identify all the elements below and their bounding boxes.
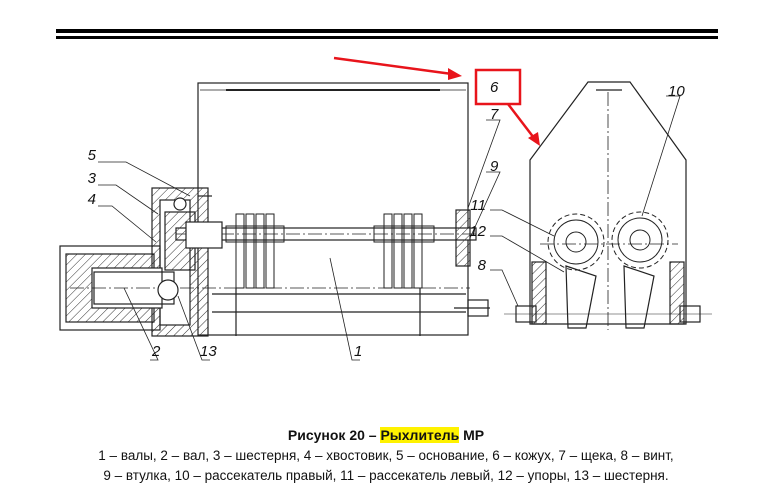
legend-line-2: 9 – втулка, 10 – рассекатель правый, 11 … — [103, 468, 669, 483]
part-labels: 5 3 4 6 7 9 1 2 13 10 11 12 8 — [88, 79, 686, 360]
arrow-to-front-line — [507, 103, 535, 139]
top-rule-thick — [56, 29, 718, 33]
legend-line-1: 1 – валы, 2 – вал, 3 – шестерня, 4 – хво… — [98, 448, 674, 463]
figure-title: Рисунок 20 – Рыхлитель МР — [0, 426, 772, 445]
figure-title-suffix: МР — [459, 427, 485, 443]
label-7: 7 — [490, 106, 499, 123]
label-2: 2 — [151, 343, 161, 360]
splitter-right — [623, 265, 655, 329]
discs-left — [225, 213, 285, 289]
figure-title-prefix: Рисунок 20 – — [287, 427, 381, 443]
highlight-box — [474, 68, 522, 106]
splitter-left — [565, 265, 597, 329]
label-5: 5 — [88, 147, 97, 164]
label-3: 3 — [88, 170, 97, 187]
side-view — [59, 82, 490, 337]
cover-body — [197, 82, 469, 336]
arrow-to-cover-head — [448, 68, 462, 80]
label-12: 12 — [469, 223, 486, 240]
label-13: 13 — [200, 343, 217, 360]
gear-right — [611, 211, 669, 269]
label-8: 8 — [478, 257, 487, 274]
discs-right — [373, 213, 435, 289]
label-9: 9 — [490, 158, 499, 175]
top-rule-thin — [56, 36, 718, 39]
housing-outline — [529, 81, 687, 325]
label-4: 4 — [88, 191, 96, 208]
technical-drawing: 5 3 4 6 7 9 1 2 13 10 11 12 8 — [59, 56, 712, 361]
gear-left — [547, 213, 605, 271]
label-6: 6 — [490, 79, 499, 96]
arrow-to-cover-line — [333, 56, 453, 76]
figure-title-highlight: Рыхлитель — [380, 427, 460, 443]
label-10: 10 — [668, 83, 685, 100]
leader-lines — [98, 95, 681, 361]
red-annotation — [333, 56, 540, 146]
front-view — [504, 81, 712, 330]
label-11: 11 — [470, 197, 486, 214]
arrow-to-front-head — [528, 132, 540, 146]
label-1: 1 — [354, 343, 362, 360]
